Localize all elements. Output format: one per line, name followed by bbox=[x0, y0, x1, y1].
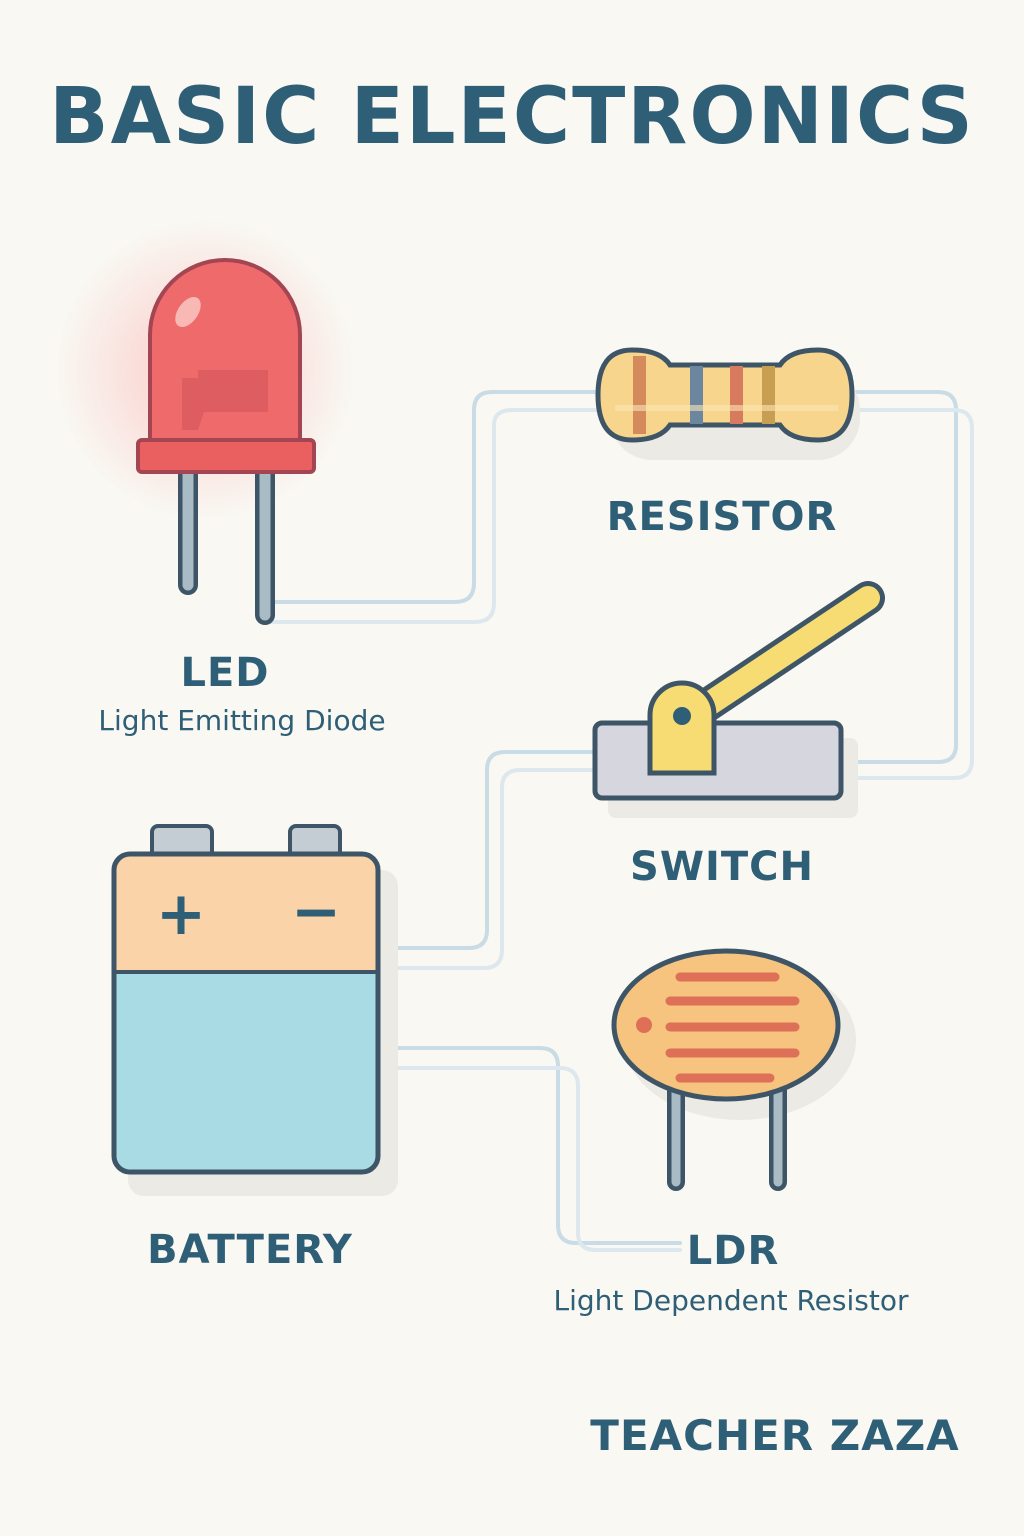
resistor-component bbox=[595, 347, 860, 460]
wire-led-resistor bbox=[268, 390, 600, 604]
battery-label: BATTERY bbox=[147, 1227, 353, 1273]
ldr-dot bbox=[636, 1017, 652, 1033]
wire-resistor-switch-shadow bbox=[838, 408, 974, 780]
led-dome bbox=[148, 258, 302, 447]
battery-minus-sign: − bbox=[291, 877, 341, 947]
wire-led-resistor-shadow bbox=[268, 408, 600, 624]
switch-pivot-hole bbox=[673, 707, 691, 725]
led-inner-anvil bbox=[182, 370, 268, 430]
ldr-track bbox=[665, 972, 800, 1083]
resistor-band-4 bbox=[762, 366, 775, 424]
switch-label: SWITCH bbox=[630, 844, 814, 890]
wire-battery-ldr bbox=[378, 1046, 682, 1245]
led-component bbox=[55, 220, 355, 625]
wires bbox=[268, 390, 974, 1252]
resistor-body bbox=[595, 347, 855, 443]
wire-battery-ldr-shadow bbox=[378, 1066, 682, 1252]
resistor-band-3 bbox=[730, 366, 743, 424]
resistor-band-1 bbox=[633, 356, 646, 434]
resistor-band-2 bbox=[690, 366, 703, 424]
switch-component bbox=[592, 581, 885, 818]
credit: TEACHER ZAZA bbox=[590, 1411, 960, 1460]
ldr-component bbox=[611, 948, 856, 1191]
battery-bottom-half bbox=[114, 972, 378, 1172]
switch-lever-fill bbox=[673, 586, 880, 732]
wire-switch-battery bbox=[378, 750, 600, 950]
ldr-label: LDR bbox=[686, 1228, 780, 1274]
ldr-subtitle: Light Dependent Resistor bbox=[553, 1284, 909, 1317]
page-title: BASIC ELECTRONICS bbox=[49, 72, 975, 162]
battery-outline bbox=[111, 851, 381, 1175]
led-highlight bbox=[175, 296, 201, 328]
battery-plus-sign: + bbox=[156, 879, 206, 949]
led-base-ring bbox=[136, 438, 316, 474]
battery-top-half bbox=[114, 854, 378, 972]
battery-component: + − bbox=[111, 824, 398, 1196]
switch-pivot bbox=[647, 680, 717, 776]
wire-resistor-switch bbox=[838, 390, 958, 764]
resistor-label: RESISTOR bbox=[606, 494, 838, 540]
switch-base bbox=[592, 720, 844, 801]
wire-switch-battery-shadow bbox=[378, 768, 600, 970]
led-subtitle: Light Emitting Diode bbox=[98, 704, 386, 737]
led-label: LED bbox=[180, 650, 270, 696]
